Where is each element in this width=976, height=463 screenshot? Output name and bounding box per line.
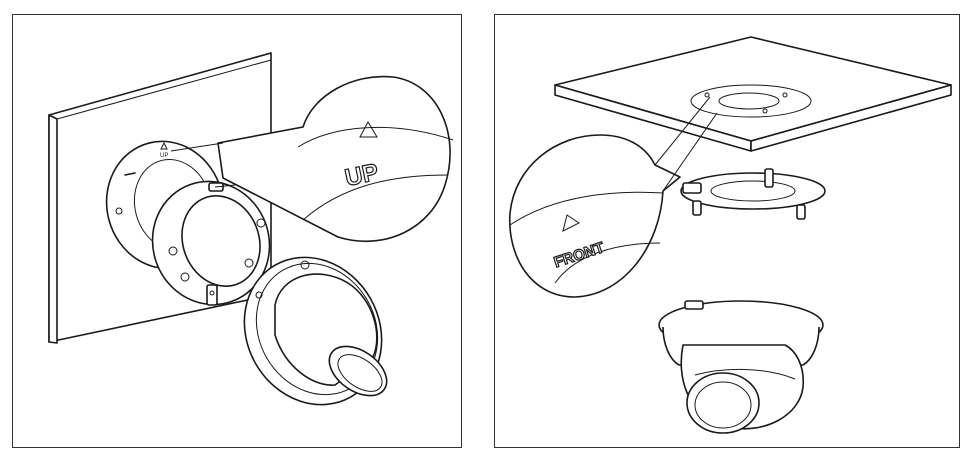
ceiling-board: [554, 36, 952, 152]
wall-mount-panel: UP UP: [12, 14, 462, 448]
camera-lens: [686, 372, 760, 434]
up-mark-label: UP: [160, 153, 168, 159]
wall-mount-illustration: UP UP: [48, 52, 454, 406]
front-arrow-triangle-icon: [562, 214, 580, 232]
callout-pointer-line: [654, 96, 711, 166]
up-arrow-triangle-icon: [359, 120, 378, 138]
dome-camera-right: [658, 300, 824, 434]
up-mark-icon: [160, 141, 168, 150]
front-callout-bubble: FRONT: [508, 134, 681, 298]
dome-camera-left: [243, 256, 388, 406]
callout-pointer-line: [170, 142, 224, 152]
mounting-plate-ceiling: [680, 168, 826, 220]
camera-lens: [328, 345, 388, 397]
up-callout-bubble: UP: [217, 75, 454, 243]
ceiling-mount-illustration: FRONT: [508, 36, 952, 434]
ceiling-mount-panel: FRONT: [494, 14, 960, 448]
mounting-plate: [151, 180, 271, 306]
